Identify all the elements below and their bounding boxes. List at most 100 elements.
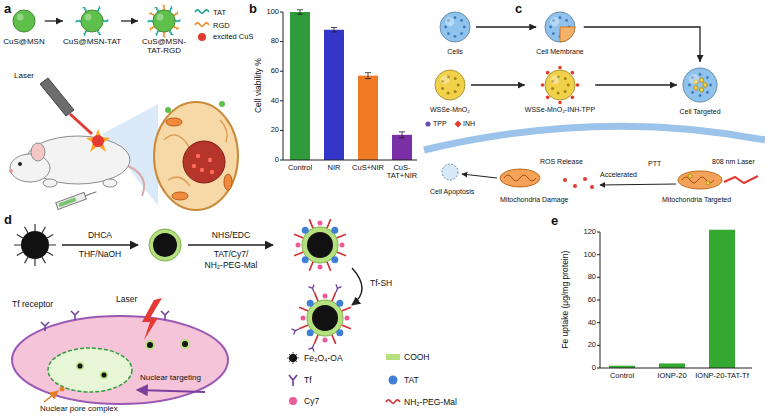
legend-item: COOH — [385, 352, 430, 362]
particle-node: WSSe-MnO₂-INH-TPP — [525, 64, 595, 114]
particle-node: CuS@MSN-TAT-RGD — [138, 4, 190, 56]
particle-node: WSSe-MnO₂ — [429, 64, 471, 114]
legend-text: Tf — [304, 375, 312, 385]
annotation-text: Cell Apoptosis — [430, 188, 474, 196]
particle-node: Cell Membrane — [536, 6, 583, 56]
bar — [290, 12, 310, 160]
annotation-text: Tf receptor — [12, 300, 53, 309]
annotation-text: Cell viability % — [253, 59, 262, 114]
label-box: Nuclear pore complex — [40, 405, 118, 414]
legend-text: TAT — [404, 375, 419, 385]
label-box: Cell viability % — [253, 59, 262, 114]
label-box: 60 — [588, 296, 596, 304]
panel-letter: b — [249, 2, 257, 16]
legend-swatch — [386, 354, 400, 360]
label-box: NIR — [328, 164, 341, 172]
annotation-text: NH₂-PEG-Mal — [205, 261, 258, 270]
label-box: Cell Apoptosis — [430, 188, 474, 196]
particle-icon — [539, 64, 581, 106]
particle-label: Cell Targeted — [679, 108, 720, 116]
legend-item: excited CuS — [194, 32, 253, 41]
label-box: TPP — [433, 120, 447, 128]
panel-letter: c — [515, 2, 522, 16]
annotation-text: TPP — [433, 120, 447, 128]
panel-letter: e — [551, 214, 558, 228]
annotation-text: 0 — [275, 156, 279, 164]
particle-icon — [539, 6, 581, 48]
legend-item: RGD — [194, 19, 230, 31]
annotation-text: Mitochondria Targeted — [662, 196, 731, 204]
label-box: INH — [463, 120, 475, 128]
legend-item: Fe₃O₄-OA — [285, 352, 343, 364]
label-box: 40 — [588, 319, 596, 327]
label-box: NH₂-PEG-Mal — [205, 261, 258, 270]
arrow-connector — [45, 20, 63, 21]
particle-node: Cells — [434, 6, 476, 56]
arrow-connector — [476, 26, 536, 27]
label-box: ROS Release — [540, 158, 583, 166]
label-box: Accelerated — [600, 171, 637, 179]
label-box: 60 — [271, 67, 279, 75]
particle-icon — [75, 4, 109, 38]
label-box: 20 — [271, 126, 279, 134]
particle-node: Cell Targeted — [677, 62, 723, 116]
annotation-text: Fe uptake (μg/mg protein) — [561, 251, 570, 349]
label-box: Control — [610, 372, 634, 380]
bar — [358, 76, 378, 160]
mitochondria-scheme — [424, 121, 765, 190]
annotation-text: 20 — [588, 341, 596, 349]
legend-text: RGD — [213, 21, 230, 30]
annotation-text: Laser — [116, 295, 137, 304]
legend-sample — [194, 19, 210, 31]
label-box: 80 — [271, 37, 279, 45]
particle-label: WSSe-MnO₂ — [430, 106, 470, 114]
annotation-text: 100 — [266, 8, 279, 16]
annotation-text: 60 — [271, 67, 279, 75]
label-box: e — [551, 214, 558, 228]
annotation-text: 40 — [271, 97, 279, 105]
annotation-text: NHS/EDC — [212, 231, 250, 240]
legend-sample — [385, 374, 401, 386]
annotation-text: Mitochondria Damage — [500, 196, 568, 204]
label-box: IONP-20 — [657, 372, 686, 380]
label-box: 80 — [588, 273, 596, 281]
label-box: 100 — [266, 8, 279, 16]
legend-text: TAT — [213, 8, 226, 17]
bar-chart-fe-uptake — [597, 230, 752, 368]
label-box: 0 — [275, 156, 279, 164]
label-box: 100 — [583, 251, 596, 259]
legend-item: TAT — [194, 6, 226, 18]
annotation-text: Tf-SH — [370, 279, 392, 288]
legend-swatch — [289, 397, 297, 405]
annotation-text: NIR — [328, 164, 341, 172]
annotation-text: INH — [463, 120, 475, 128]
label-box: Laser — [116, 295, 137, 304]
label-box: Mitochondria Targeted — [662, 196, 731, 204]
legend-sample — [194, 6, 210, 18]
particle-label: Cell Membrane — [536, 48, 583, 56]
annotation-text: 100 — [583, 251, 596, 259]
legend-text: COOH — [404, 352, 430, 362]
annotation-text: Accelerated — [600, 171, 637, 179]
annotation-text: CuS-TAT+NIR — [385, 164, 419, 181]
label-box: Fe uptake (μg/mg protein) — [561, 251, 570, 349]
annotation-text: 0 — [592, 364, 596, 372]
particle-label: Cells — [447, 48, 463, 56]
label-box: Laser — [14, 72, 34, 81]
label-box: d — [4, 213, 12, 227]
particle-icon — [677, 62, 723, 108]
particle-icon — [147, 4, 181, 38]
label-box: Control — [288, 164, 312, 172]
label-box: NHS/EDC — [212, 231, 250, 240]
annotation-text: 60 — [588, 296, 596, 304]
annotation-text: IONP-20 — [657, 372, 686, 380]
annotation-text: ROS Release — [540, 158, 583, 166]
annotation-text: Control — [288, 164, 312, 172]
label-box: TAT/Cy7/ — [214, 250, 249, 259]
legend-text: Cy7 — [304, 396, 319, 406]
annotation-text: Control — [610, 372, 634, 380]
annotation-text: Nuclear pore complex — [40, 405, 118, 414]
